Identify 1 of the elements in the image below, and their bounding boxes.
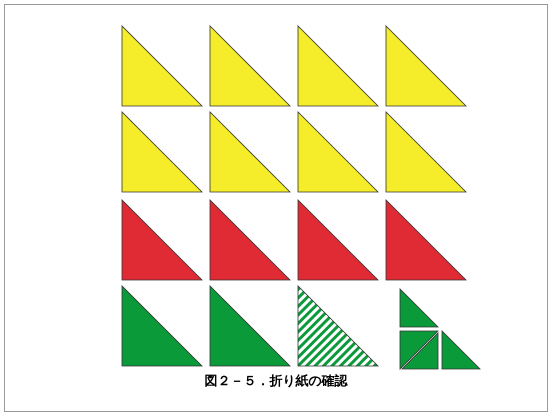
figure-caption: 図２－５．折り紙の確認 xyxy=(204,373,348,390)
